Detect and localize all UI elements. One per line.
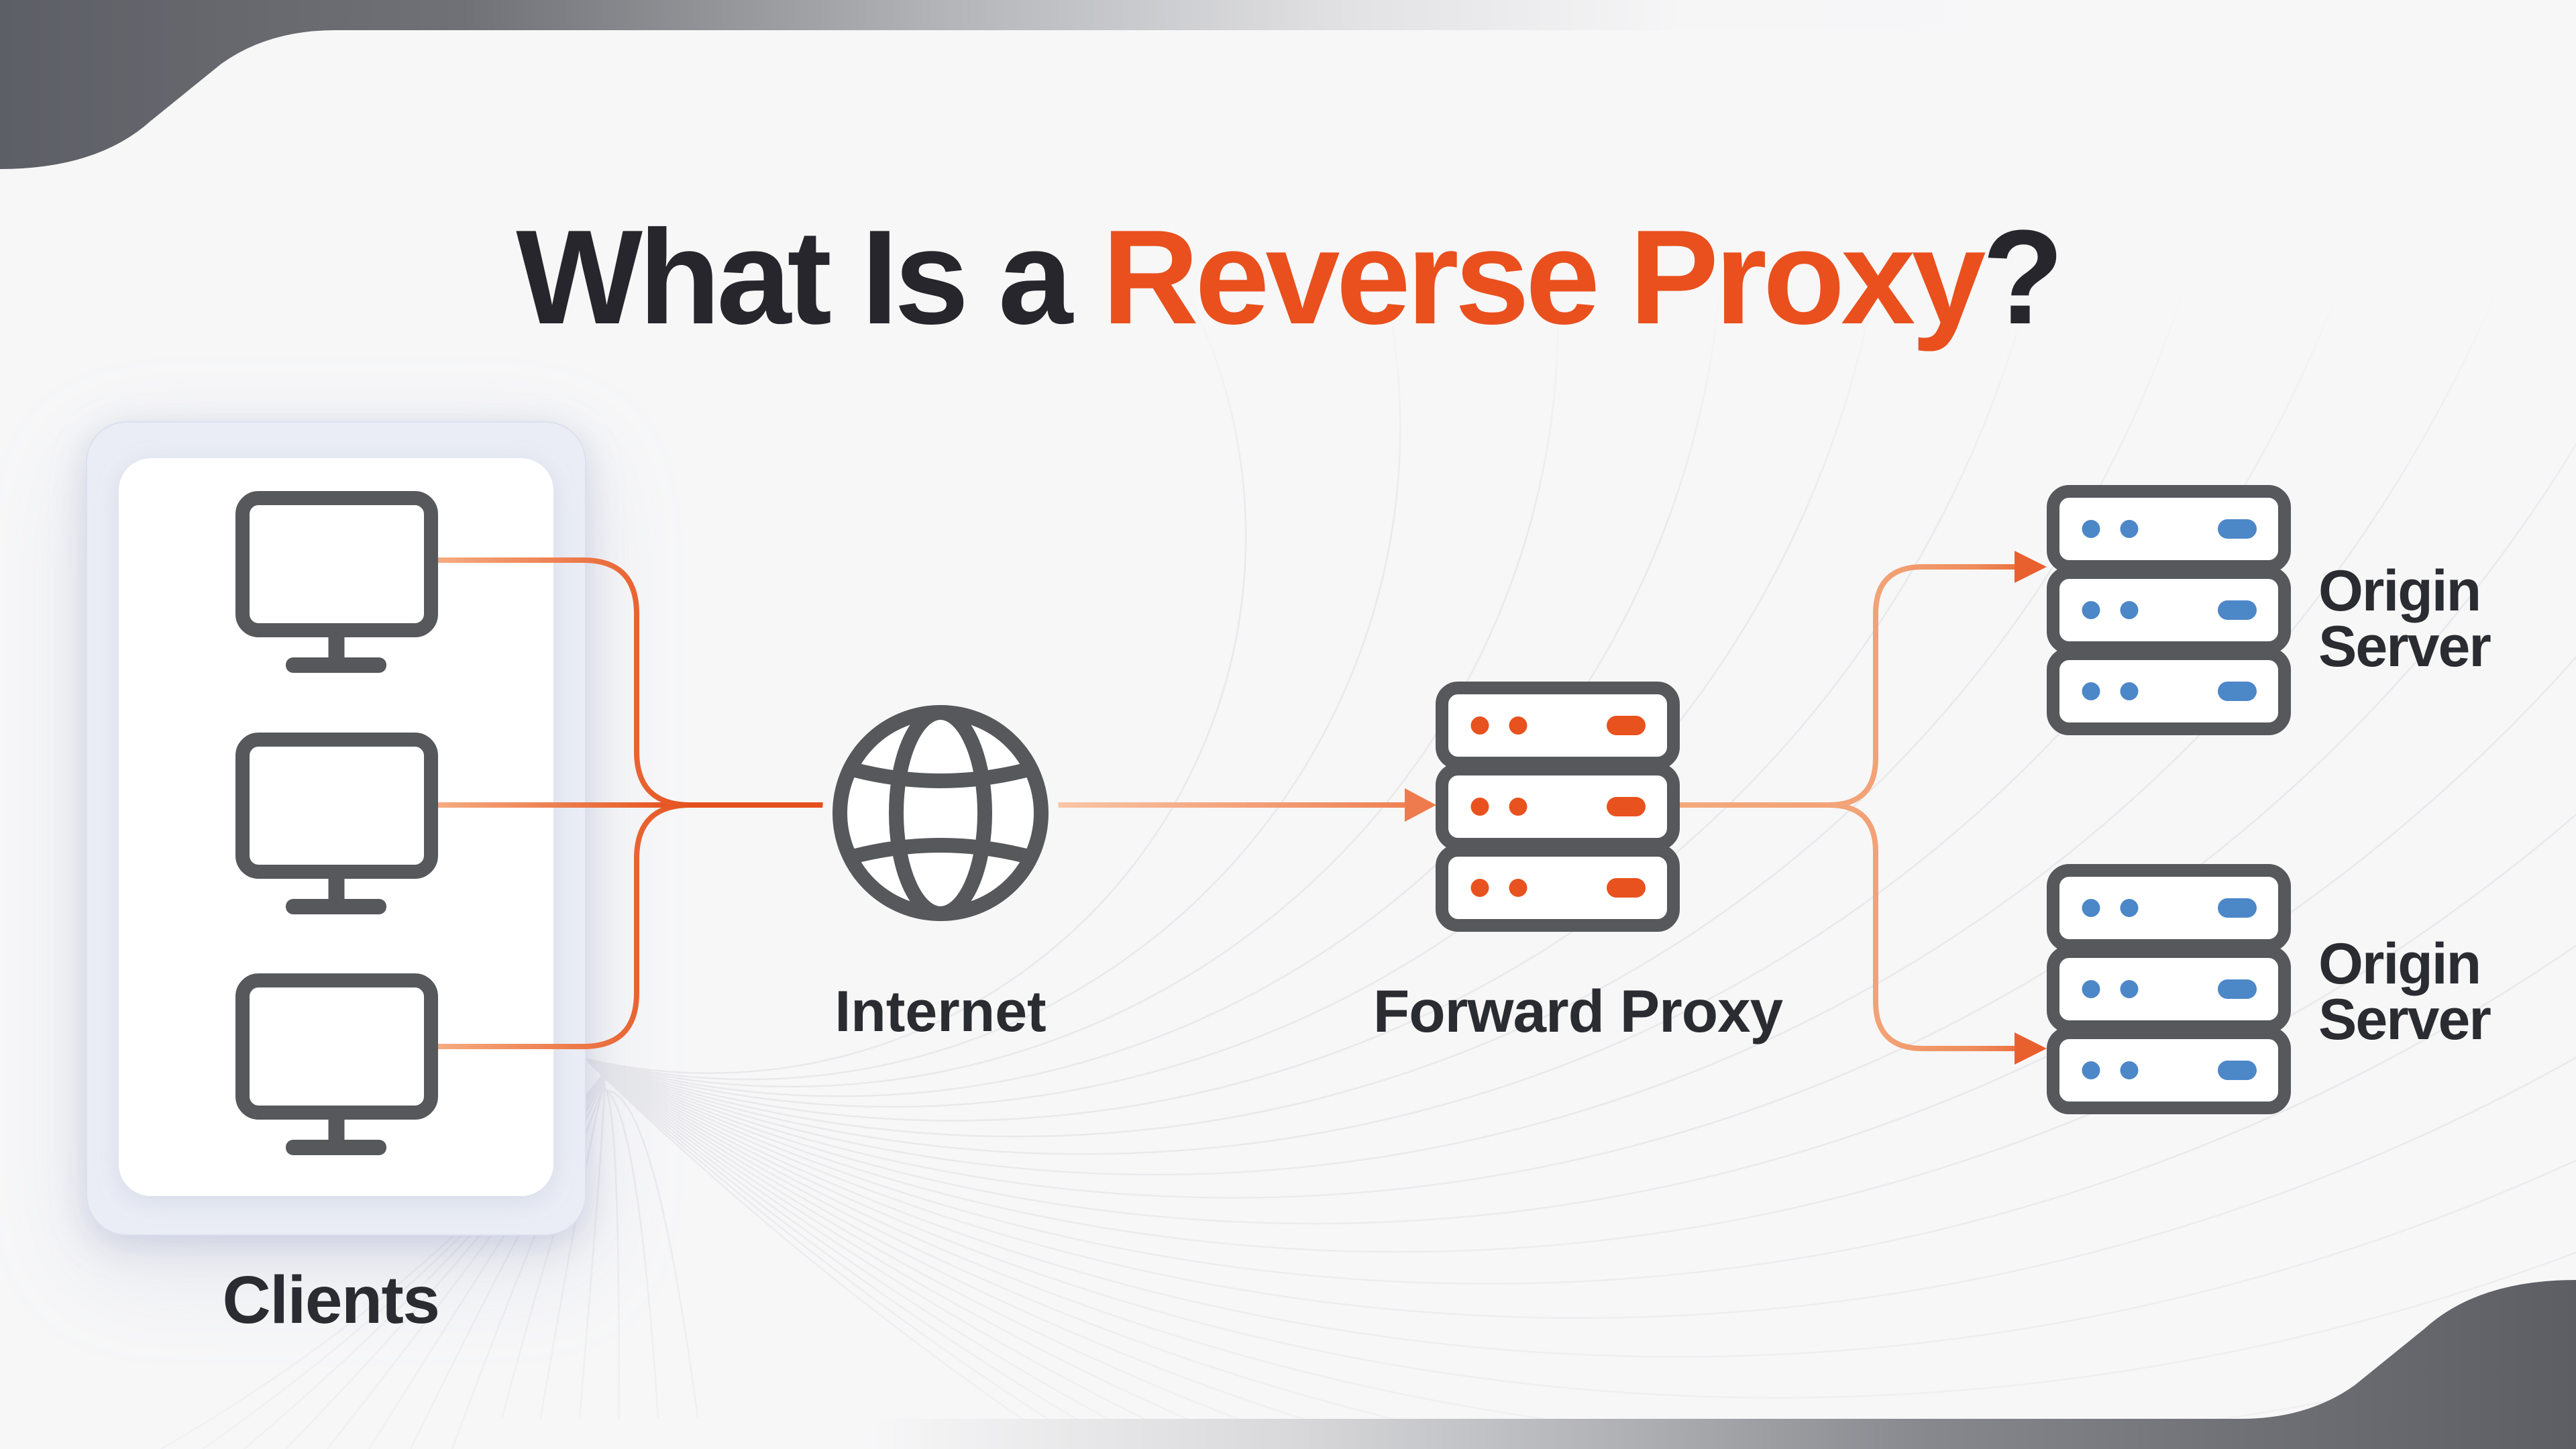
svg-text:Origin: Origin (2318, 559, 2480, 623)
svg-text:Server: Server (2318, 987, 2491, 1052)
svg-text:What Is a Reverse Proxy?: What Is a Reverse Proxy? (516, 203, 2060, 352)
svg-text:Server: Server (2318, 614, 2491, 679)
svg-text:Forward Proxy: Forward Proxy (1373, 977, 1784, 1044)
svg-text:Internet: Internet (835, 979, 1046, 1044)
svg-text:Clients: Clients (223, 1263, 439, 1338)
svg-text:Origin: Origin (2318, 932, 2480, 996)
